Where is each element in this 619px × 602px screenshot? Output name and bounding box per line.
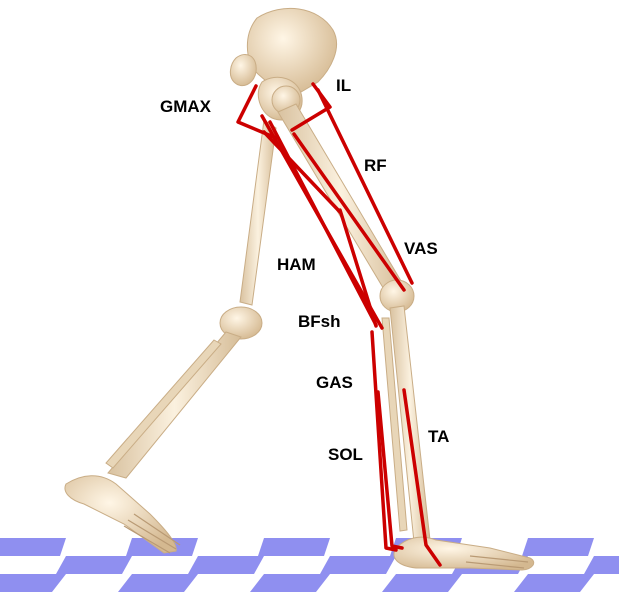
floor-tile bbox=[0, 574, 66, 592]
floor-tile bbox=[56, 556, 132, 574]
left-foot bbox=[65, 476, 176, 553]
floor-tile bbox=[118, 574, 198, 592]
floor-tile bbox=[188, 556, 264, 574]
label-ta: TA bbox=[428, 428, 449, 445]
left-fibula bbox=[106, 340, 221, 468]
sacrum bbox=[230, 54, 256, 85]
label-bfsh: BFsh bbox=[298, 313, 341, 330]
floor-tile bbox=[522, 538, 594, 556]
label-rf: RF bbox=[364, 157, 387, 174]
label-ham: HAM bbox=[277, 256, 316, 273]
floor-tile bbox=[320, 556, 396, 574]
floor-tile bbox=[250, 574, 330, 592]
label-gmax: GMAX bbox=[160, 98, 211, 115]
label-vas: VAS bbox=[404, 240, 438, 257]
right-foot bbox=[394, 537, 534, 570]
left-tibia bbox=[108, 332, 241, 478]
label-il: IL bbox=[336, 77, 351, 94]
left-leg-skeleton bbox=[65, 120, 276, 553]
label-gas: GAS bbox=[316, 374, 353, 391]
left-femur bbox=[240, 120, 276, 305]
floor-tile bbox=[382, 574, 462, 592]
floor-tile bbox=[0, 538, 66, 556]
label-sol: SOL bbox=[328, 446, 363, 463]
floor-tile bbox=[258, 538, 330, 556]
floor-tile bbox=[514, 574, 594, 592]
floor-tile bbox=[584, 556, 619, 574]
